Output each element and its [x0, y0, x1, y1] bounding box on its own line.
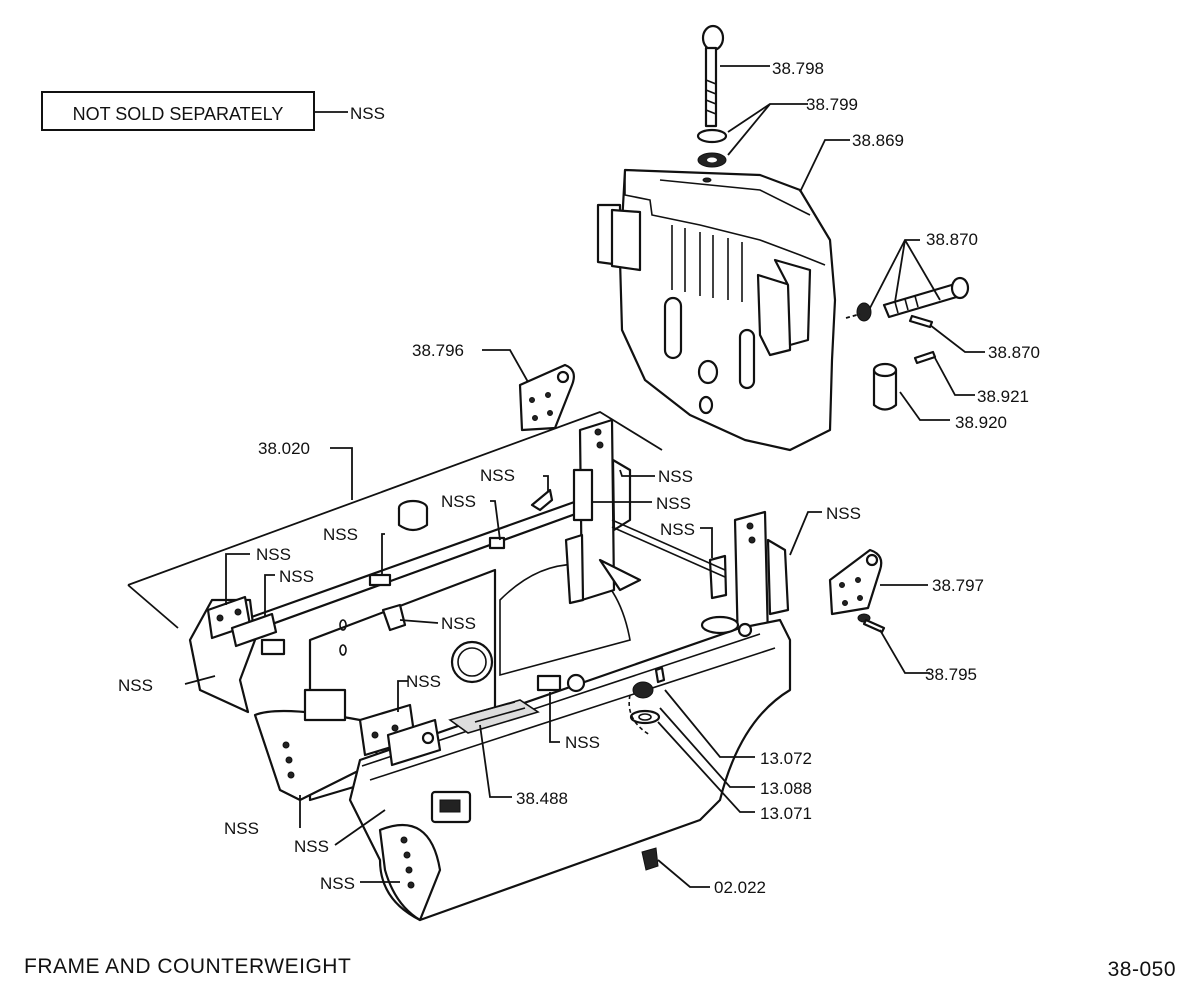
callout-nss: NSS — [658, 467, 693, 486]
callout-38797: 38.797 — [932, 576, 984, 595]
callout-nss: NSS — [826, 504, 861, 523]
washer-upper — [696, 128, 728, 144]
callout-nss: NSS — [565, 733, 600, 752]
sleeve — [872, 350, 937, 411]
counterweight-assembly — [596, 24, 970, 452]
callout-38869: 38.869 — [852, 131, 904, 150]
callout-38921: 38.921 — [977, 387, 1029, 406]
callout-nss: NSS — [480, 466, 515, 485]
callout-38795: 38.795 — [925, 665, 977, 684]
callout-nss: NSS — [441, 492, 476, 511]
legend: NOT SOLD SEPARATELY NSS — [41, 91, 385, 131]
page-code: 38-050 — [1108, 958, 1176, 981]
callout-nss: NSS — [656, 494, 691, 513]
callout-nss: NSS — [660, 520, 695, 539]
retaining-pin — [845, 276, 970, 329]
callout-nss: NSS — [256, 545, 291, 564]
leader-lines — [184, 65, 985, 888]
bolt-38795 — [857, 613, 886, 634]
callout-38870-upper: 38.870 — [926, 230, 978, 249]
callout-38796: 38.796 — [412, 341, 464, 360]
callout-nss: NSS — [406, 672, 441, 691]
callout-38870-lower: 38.870 — [988, 343, 1040, 362]
callout-nss: NSS — [279, 567, 314, 586]
callout-38020: 38.020 — [258, 439, 310, 458]
callout-nss: NSS — [224, 819, 259, 838]
diagram-title: FRAME AND COUNTERWEIGHT — [24, 955, 351, 978]
callout-13072: 13.072 — [760, 749, 812, 768]
callout-38488: 38.488 — [516, 789, 568, 808]
eye-bolt — [701, 24, 725, 128]
legend-box-text: NOT SOLD SEPARATELY — [73, 104, 284, 124]
counterweight-body — [596, 168, 837, 452]
mounting-plate-left — [518, 363, 575, 432]
callout-13088: 13.088 — [760, 779, 812, 798]
callout-nss: NSS — [441, 614, 476, 633]
callout-nss: NSS — [294, 837, 329, 856]
callout-nss: NSS — [320, 874, 355, 893]
callout-38798: 38.798 — [772, 59, 824, 78]
callout-nss: NSS — [118, 676, 153, 695]
callout-02022: 02.022 — [714, 878, 766, 897]
main-frame — [127, 411, 792, 922]
mounting-plate-right — [828, 548, 883, 616]
legend-box — [41, 91, 315, 131]
callout-nss: NSS — [323, 525, 358, 544]
callout-38799: 38.799 — [806, 95, 858, 114]
callout-38920: 38.920 — [955, 413, 1007, 432]
legend-abbrev: NSS — [350, 104, 385, 123]
callout-13071: 13.071 — [760, 804, 812, 823]
callout-labels: 38.798 38.799 38.869 38.870 38.870 38.92… — [118, 59, 1040, 897]
